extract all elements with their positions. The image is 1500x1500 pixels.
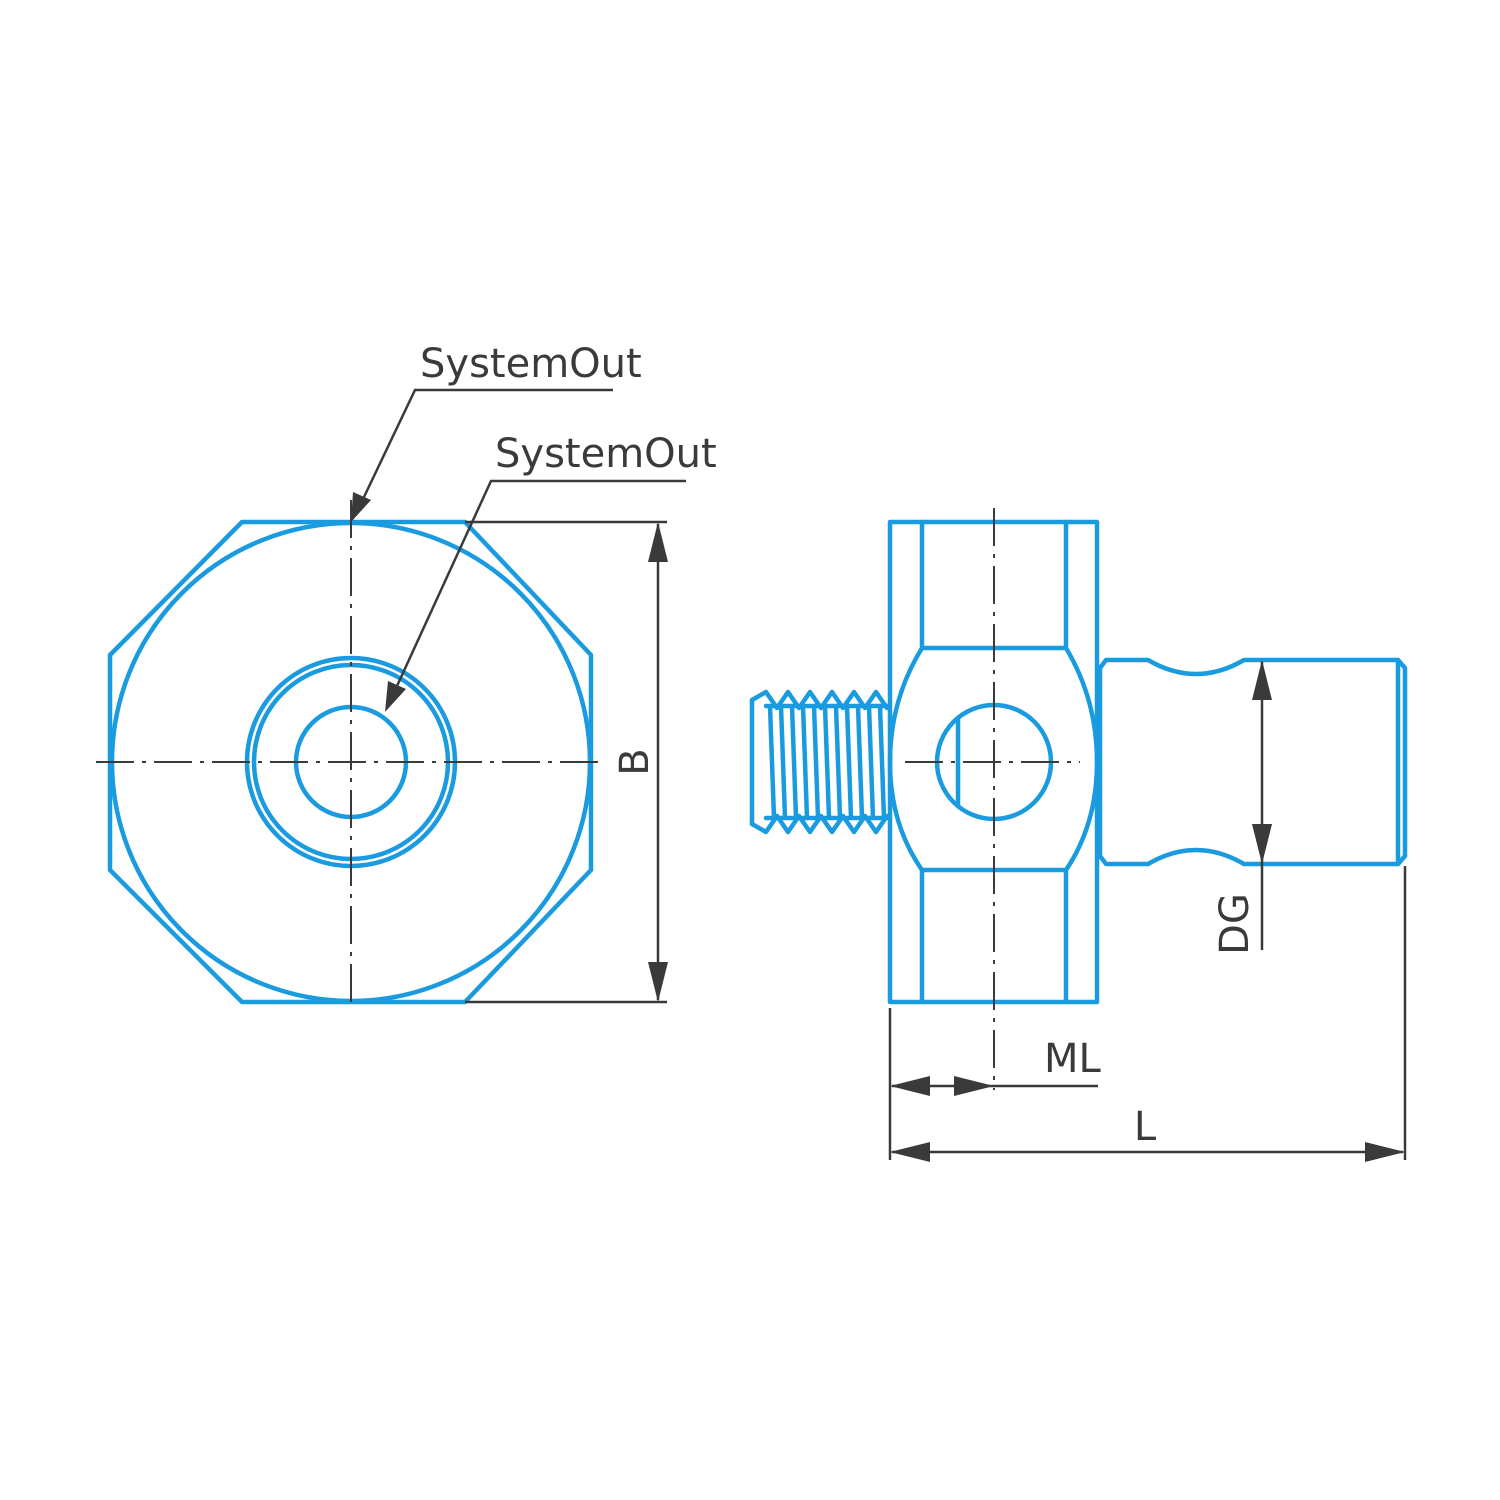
dim-dg-arrow-bottom (1252, 824, 1272, 864)
leader-outer-arrow (351, 492, 371, 522)
leader-inner (395, 479, 686, 687)
dim-b-arrow-bottom (648, 962, 668, 1002)
dimension-b: B (465, 520, 668, 1004)
dim-ml-arrow-left (890, 1076, 930, 1096)
cross-bore-outline (887, 645, 1100, 873)
dim-dg-label: DG (1212, 893, 1258, 955)
thread-flanks (767, 703, 887, 821)
callout-systemout-outer: SystemOut (420, 341, 642, 387)
side-view (749, 508, 1408, 1090)
dim-b-arrow-top (648, 522, 668, 562)
leader-inner-arrow (385, 681, 406, 712)
dim-ml-label: ML (1044, 1036, 1102, 1082)
dimension-ml: ML (888, 1008, 1102, 1160)
threaded-stud (749, 689, 890, 835)
dim-ml-arrow-right (954, 1076, 994, 1096)
dim-l-arrow-left (890, 1142, 930, 1162)
callouts: SystemOut SystemOut (351, 341, 717, 712)
dim-l-arrow-right (1365, 1142, 1405, 1162)
front-view (96, 500, 600, 1010)
body-block (887, 508, 1100, 1090)
shaft-outline (1097, 657, 1408, 867)
dim-dg-arrow-top (1252, 660, 1272, 700)
dim-b-label: B (612, 748, 658, 775)
dimension-dg: DG (1212, 660, 1272, 955)
dim-l-label: L (1134, 1104, 1157, 1150)
dimension-l: L (890, 866, 1407, 1162)
shaft (1097, 657, 1408, 867)
callout-systemout-inner: SystemOut (495, 431, 717, 477)
leader-outer (362, 388, 613, 498)
